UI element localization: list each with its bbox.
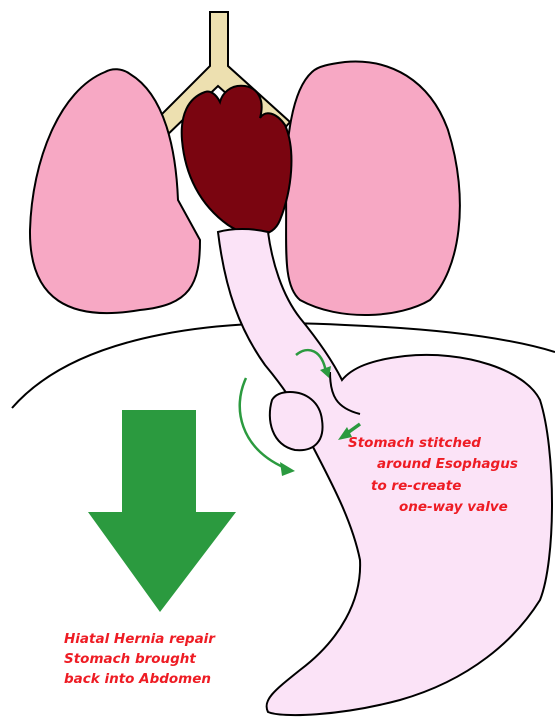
label-line: one-way valve: [399, 498, 508, 517]
down-arrow-icon: [88, 410, 236, 612]
arrowhead: [280, 462, 295, 476]
label-line: back into Abdomen: [64, 670, 211, 689]
label-line: around Esophagus: [377, 455, 518, 474]
right-lung: [286, 62, 460, 315]
label-line: Stomach stitched: [348, 434, 481, 453]
label-line: Stomach brought: [64, 650, 196, 669]
label-line: Hiatal Hernia repair: [64, 630, 215, 649]
label-line: to re-create: [371, 477, 461, 496]
